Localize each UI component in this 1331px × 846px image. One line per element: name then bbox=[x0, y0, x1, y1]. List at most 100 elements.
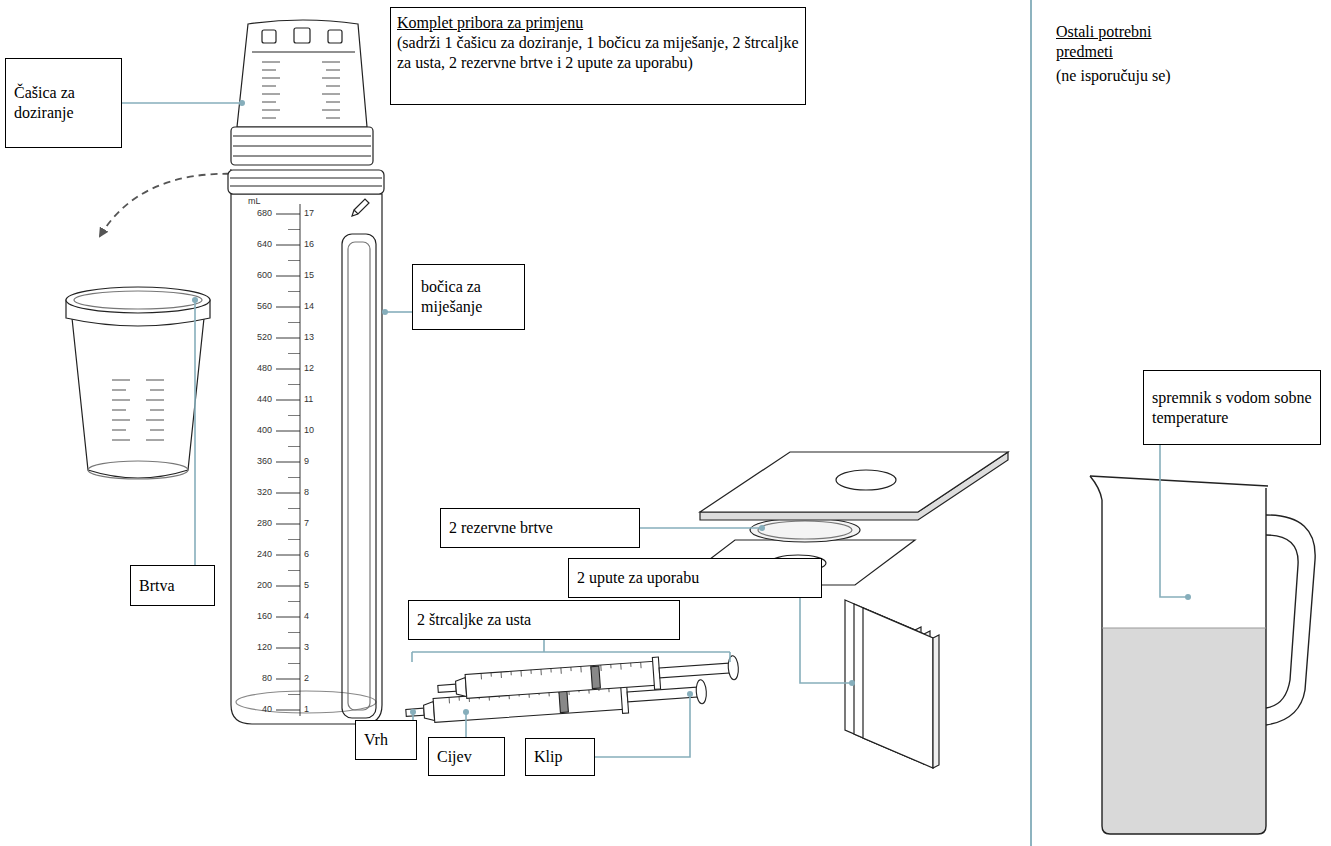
oral-syringes-part-part bbox=[695, 679, 707, 704]
leader-lines-part bbox=[385, 311, 412, 313]
scale-number: 7 bbox=[304, 519, 324, 528]
scale-number: 400 bbox=[240, 426, 272, 435]
leader-dots-part bbox=[239, 100, 245, 106]
callout-text: 2 rezervne brtve bbox=[449, 518, 631, 538]
callout-text: 2 štrcaljke za usta bbox=[417, 610, 671, 630]
dosing-cup-part bbox=[233, 136, 371, 156]
water-jug-part bbox=[1102, 628, 1266, 834]
leader-lines-part bbox=[595, 694, 690, 757]
scale-number: 3 bbox=[304, 643, 324, 652]
scale-number: 80 bbox=[240, 674, 272, 683]
leader-dots-part bbox=[382, 309, 388, 315]
scale-number: 5 bbox=[304, 581, 324, 590]
scale-number: 480 bbox=[240, 364, 272, 373]
callout-text: bočica za miješanje bbox=[421, 277, 516, 317]
scale-number: 6 bbox=[304, 550, 324, 559]
leader-dots-part bbox=[687, 691, 693, 697]
callout-text: Vrh bbox=[364, 730, 408, 750]
scale-number: 9 bbox=[304, 457, 324, 466]
leader-lines-part bbox=[412, 640, 730, 662]
scale-number: 320 bbox=[240, 488, 272, 497]
scale-number: 12 bbox=[304, 364, 324, 373]
divider-line bbox=[1030, 0, 1032, 846]
seal-packet-part bbox=[700, 452, 1008, 520]
callout-box: Brtva bbox=[130, 565, 215, 606]
oral-syringes-part-part bbox=[423, 701, 434, 721]
seal-packet-part bbox=[758, 521, 852, 539]
scale-number: 280 bbox=[240, 519, 272, 528]
oral-syringes-part-part bbox=[406, 708, 424, 716]
seal-cup-part bbox=[74, 291, 202, 309]
water-jug-part bbox=[1266, 535, 1298, 708]
callout-text: Brtva bbox=[139, 576, 206, 596]
seal-cup-part bbox=[112, 380, 164, 440]
leader-lines-part bbox=[800, 598, 852, 683]
dosing-cup bbox=[231, 20, 373, 165]
mixing-bottle-part bbox=[231, 194, 382, 724]
leader-dots-part bbox=[759, 525, 765, 531]
instruction-booklets-part bbox=[933, 635, 939, 768]
callout-text: (sadrži 1 čašicu za doziranje, 1 bočicu … bbox=[397, 33, 799, 73]
mixing-bottle-part bbox=[228, 170, 384, 194]
callout-box: bočica za miješanje bbox=[412, 264, 525, 330]
callout-box: Vrh bbox=[355, 720, 417, 760]
leader-lines-part bbox=[122, 102, 242, 104]
callout-box: 2 rezervne brtve bbox=[440, 508, 640, 548]
scale-number: 16 bbox=[304, 240, 324, 249]
seal-cup-part bbox=[88, 461, 188, 479]
scale-number: 120 bbox=[240, 643, 272, 652]
callout-box: Komplet pribora za primjenu(sadrži 1 čaš… bbox=[390, 7, 806, 105]
dosing-cup-part bbox=[237, 20, 367, 127]
instruction-booklets bbox=[845, 600, 939, 768]
note-text: (ne isporučuju se) bbox=[1056, 66, 1226, 86]
callout-box: spremnik s vodom sobne temperature bbox=[1143, 370, 1321, 445]
scale-number: 560 bbox=[240, 302, 272, 311]
water-jug-part bbox=[1090, 476, 1266, 834]
seal-packet-part bbox=[836, 470, 896, 490]
seal-packet-part bbox=[750, 518, 860, 542]
scale-number: 640 bbox=[240, 240, 272, 249]
mixing-bottle-part bbox=[342, 234, 376, 718]
leader-dots bbox=[192, 100, 1191, 715]
mixing-bottle-part bbox=[352, 199, 369, 216]
scale-number: 240 bbox=[240, 550, 272, 559]
scale-number: 4 bbox=[304, 612, 324, 621]
scale-number: 1 bbox=[304, 705, 324, 714]
callout-box: Cijev bbox=[428, 737, 505, 776]
dosing-cup-part bbox=[252, 51, 355, 52]
scale-number: 17 bbox=[304, 209, 324, 218]
box-heading: Komplet pribora za primjenu bbox=[397, 13, 799, 33]
seal-cup-part bbox=[72, 318, 204, 478]
callout-text: Klip bbox=[534, 747, 586, 767]
callout-box: Čašica za doziranje bbox=[5, 58, 122, 148]
water-jug-part bbox=[1090, 476, 1268, 486]
scale-number: 200 bbox=[240, 581, 272, 590]
leader-lines-part bbox=[1160, 445, 1188, 597]
scale-number: 680 bbox=[240, 209, 272, 218]
mixing-bottle-part bbox=[288, 230, 300, 695]
swap-arrow bbox=[100, 174, 238, 236]
scale-number: 8 bbox=[304, 488, 324, 497]
mixing-bottle-part bbox=[300, 204, 301, 716]
leader-dots-part bbox=[410, 709, 416, 715]
leader-dots-part bbox=[192, 297, 198, 303]
leader-dots-part bbox=[463, 709, 469, 715]
scale-number: 10 bbox=[304, 426, 324, 435]
mixing-bottle-part bbox=[276, 214, 300, 710]
leader-lines-part bbox=[640, 527, 762, 529]
scale-number: 440 bbox=[240, 395, 272, 404]
seal-cup-part bbox=[66, 287, 210, 313]
leader-lines-part bbox=[465, 712, 467, 737]
dosing-cup-part bbox=[328, 30, 342, 43]
note-heading: Ostali potrebni predmeti bbox=[1056, 22, 1206, 62]
oral-syringes-part bbox=[437, 651, 739, 704]
oral-syringes-part-part bbox=[627, 687, 698, 702]
callout-box: 2 upute za uporabu bbox=[568, 558, 822, 598]
water-jug-part bbox=[1102, 628, 1266, 629]
scale-number: 360 bbox=[240, 457, 272, 466]
callout-box: Klip bbox=[525, 738, 595, 776]
scale-number: 40 bbox=[240, 705, 272, 714]
scale-number: 160 bbox=[240, 612, 272, 621]
leader-dots-part bbox=[849, 680, 855, 686]
